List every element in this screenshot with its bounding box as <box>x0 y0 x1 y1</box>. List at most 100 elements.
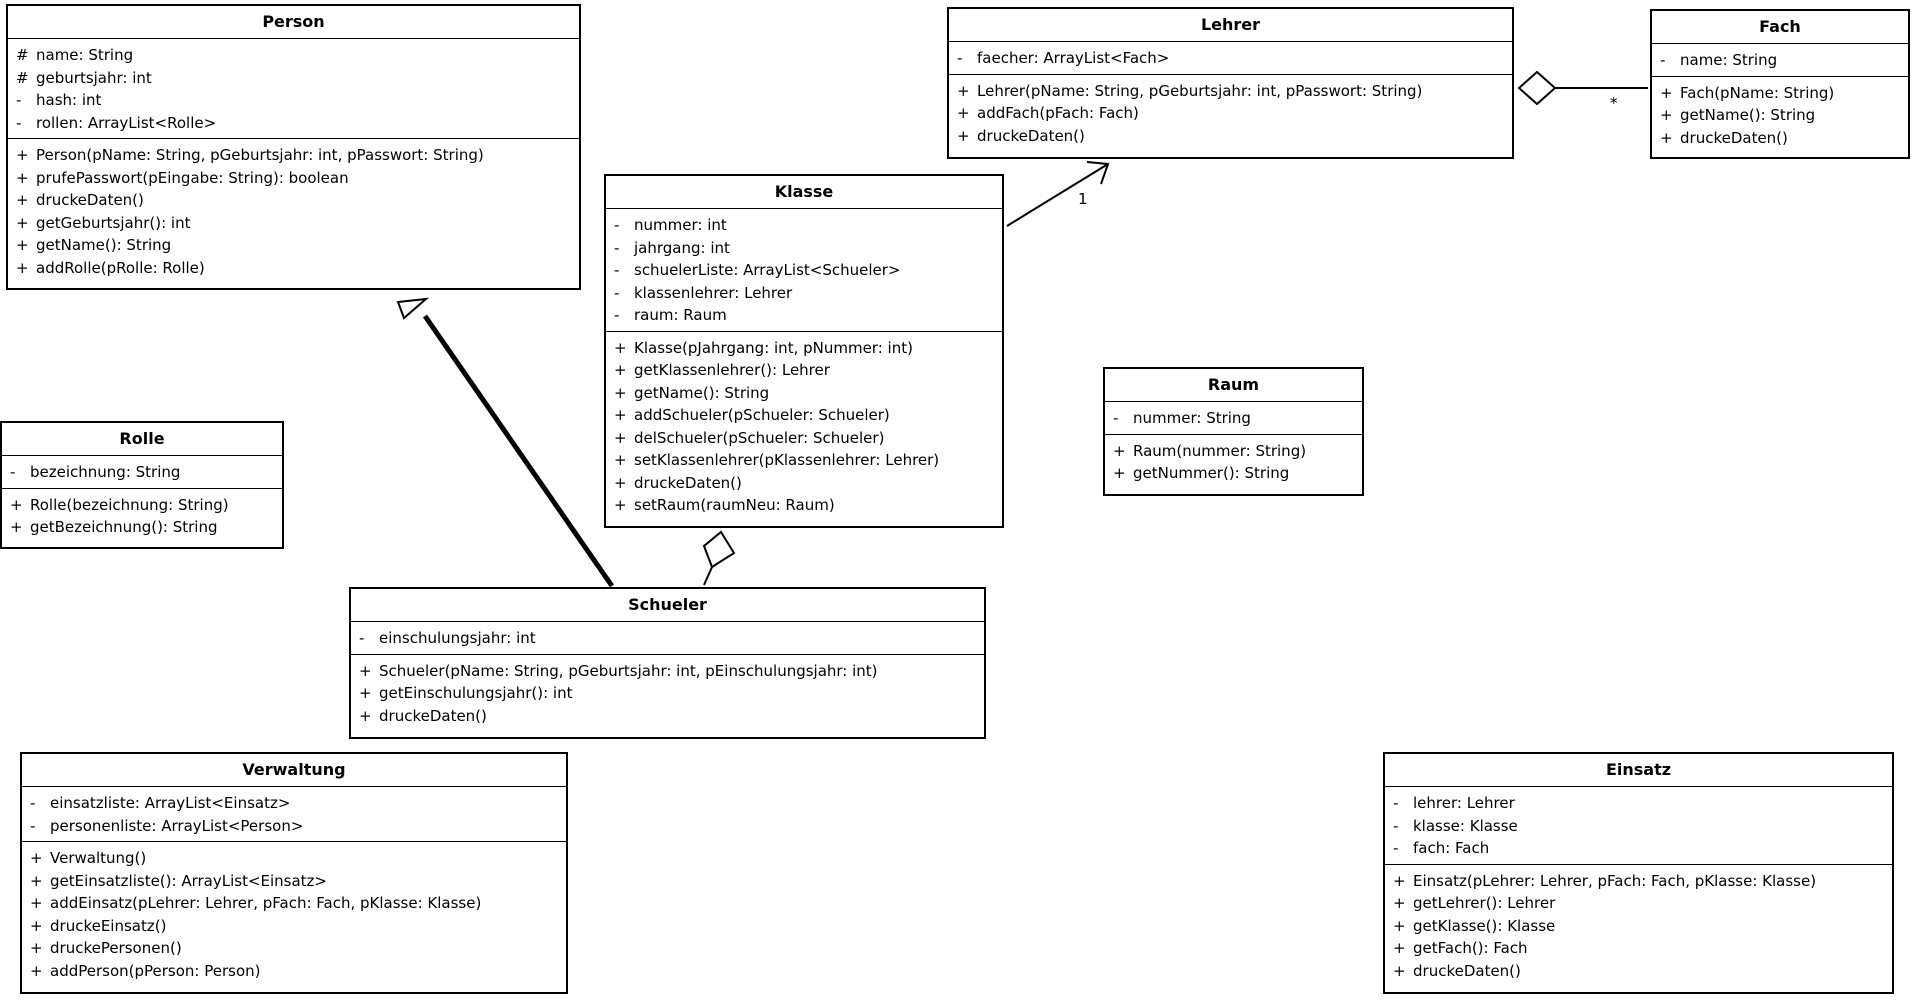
attribute-text: klassenlehrer: Lehrer <box>634 283 793 302</box>
aggregation-diamond-klasse <box>702 530 736 569</box>
method-text: Raum(nummer: String) <box>1133 441 1307 460</box>
class-verwaltung[interactable]: Verwaltung-einsatzliste: ArrayList<Einsa… <box>20 752 568 994</box>
method-text: druckeDaten() <box>977 126 1085 145</box>
visibility-marker: + <box>16 213 29 232</box>
class-einsatz[interactable]: Einsatz-lehrer: Lehrer-klasse: Klasse-fa… <box>1383 752 1894 994</box>
visibility-marker: + <box>16 191 29 209</box>
method-text: addFach(pFach: Fach) <box>977 104 1139 122</box>
visibility-marker: # <box>16 68 29 87</box>
attribute-row: # geburtsjahr: int <box>16 67 571 90</box>
visibility-marker: + <box>614 361 627 379</box>
visibility-marker: + <box>30 871 43 890</box>
methods-compartment: + Einsatz(pLehrer: Lehrer, pFach: Fach, p… <box>1385 865 1892 987</box>
attribute-text: nummer: int <box>634 216 727 234</box>
attribute-row: -faecher: ArrayList<Fach> <box>957 47 1504 70</box>
method-text: addPerson(pPerson: Person) <box>50 961 261 980</box>
method-row: +getEinsatzliste(): ArrayList<Einsatz> <box>30 870 558 893</box>
class-person[interactable]: Person#name: String#geburtsjahr: int-has… <box>6 4 581 290</box>
class-rolle[interactable]: Rolle-bezeichnung: String+Rolle(bezeichn… <box>0 421 284 549</box>
method-text: Einsatz(pLehrer: Lehrer, pFach: Fach, pK… <box>1413 871 1817 890</box>
method-row: +druckeDaten() <box>1393 960 1884 983</box>
visibility-marker: + <box>16 258 29 277</box>
class-fach[interactable]: Fach-name: String+Fach(pName: String)+ge… <box>1650 9 1910 159</box>
method-row: +getLehrer(): Lehrer <box>1393 892 1884 915</box>
attribute-row: -fach: Fach <box>1393 837 1884 860</box>
method-row: +delSchueler(pSchueler: Schueler) <box>614 427 994 450</box>
method-row: + druckeDaten() <box>957 125 1504 148</box>
visibility-marker: - <box>10 463 16 481</box>
class-name-schueler: Schueler <box>351 589 984 622</box>
visibility-marker: + <box>10 495 23 514</box>
method-text: getKlassenlehrer(): Lehrer <box>634 361 830 379</box>
generalization-line-schueler-person <box>422 314 615 588</box>
attribute-text: hash: int <box>36 91 102 109</box>
method-text: prufePasswort(pEingabe: String): boolean <box>36 168 349 187</box>
visibility-marker: + <box>16 146 29 164</box>
visibility-marker: - <box>30 794 36 812</box>
visibility-marker: - <box>614 261 620 279</box>
method-text: getName(): String <box>1680 106 1816 124</box>
visibility-marker: + <box>614 338 627 357</box>
attribute-row: -nummer: int <box>614 214 994 237</box>
method-row: +Fach(pName: String) <box>1660 82 1900 105</box>
attribute-text: einsatzliste: ArrayList<Einsatz> <box>50 794 291 812</box>
method-text: Schueler(pName: String, pGeburtsjahr: in… <box>379 661 878 680</box>
method-row: +getName(): String <box>614 382 994 405</box>
attributes-compartment: -nummer: int-jahrgang: int-schuelerListe… <box>606 209 1002 332</box>
attribute-row: -rollen: ArrayList<Rolle> <box>16 112 571 135</box>
attributes-compartment: -name: String <box>1652 44 1908 77</box>
visibility-marker: + <box>1660 128 1673 147</box>
visibility-marker: + <box>957 126 970 145</box>
attribute-text: raum: Raum <box>634 306 727 324</box>
methods-compartment: +Rolle(bezeichnung: String)+getBezeichnu… <box>2 489 282 543</box>
visibility-marker: + <box>359 684 372 702</box>
class-klasse[interactable]: Klasse-nummer: int-jahrgang: int-schuele… <box>604 174 1004 528</box>
visibility-marker: + <box>359 706 372 725</box>
visibility-marker: + <box>16 168 29 187</box>
attribute-text: personenliste: ArrayList<Person> <box>50 816 304 835</box>
method-row: + prufePasswort(pEingabe: String): boolea… <box>16 167 571 190</box>
visibility-marker: + <box>1393 894 1406 912</box>
visibility-marker: - <box>1660 51 1666 69</box>
methods-compartment: + Schueler(pName: String, pGeburtsjahr: i… <box>351 655 984 732</box>
method-text: getKlasse(): Klasse <box>1413 916 1556 935</box>
method-row: +getName(): String <box>1660 104 1900 127</box>
visibility-marker: - <box>359 629 365 647</box>
method-row: + getKlassenlehrer(): Lehrer <box>614 359 994 382</box>
method-row: +druckePersonen() <box>30 937 558 960</box>
method-row: +druckeDaten() <box>359 705 976 728</box>
attribute-row: -nummer: String <box>1113 407 1354 430</box>
method-row: + Klasse(pJahrgang: int, pNummer: int) <box>614 337 994 360</box>
method-row: +addEinsatz(pLehrer: Lehrer, pFach: Fach… <box>30 892 558 915</box>
attribute-row: -einschulungsjahr: int <box>359 627 976 650</box>
method-text: Rolle(bezeichnung: String) <box>30 495 229 514</box>
method-text: druckePersonen() <box>50 939 182 957</box>
attribute-row: -einsatzliste: ArrayList<Einsatz> <box>30 792 558 815</box>
class-schueler[interactable]: Schueler -einschulungsjahr: int + Schueler(… <box>349 587 986 739</box>
method-row: +druckeDaten() <box>614 472 994 495</box>
attribute-row: -personenliste: ArrayList<Person> <box>30 815 558 838</box>
class-lehrer[interactable]: Lehrer-faecher: ArrayList<Fach>+Lehrer(p… <box>947 7 1514 159</box>
class-name-person: Person <box>8 6 579 39</box>
visibility-marker: - <box>957 49 963 67</box>
class-name-raum: Raum <box>1105 369 1362 402</box>
visibility-marker: + <box>1660 83 1673 102</box>
attribute-row: -bezeichnung: String <box>10 461 274 484</box>
method-text: druckeEinsatz() <box>50 916 167 935</box>
visibility-marker: + <box>614 406 627 424</box>
attribute-row: -lehrer: Lehrer <box>1393 792 1884 815</box>
attribute-row: -hash: int <box>16 89 571 112</box>
method-row: +addRolle(pRolle: Rolle) <box>16 257 571 280</box>
visibility-marker: + <box>957 81 970 100</box>
attribute-row: -jahrgang: int <box>614 237 994 260</box>
method-text: Klasse(pJahrgang: int, pNummer: int) <box>634 338 913 357</box>
attribute-text: geburtsjahr: int <box>36 68 152 87</box>
attributes-compartment: -einschulungsjahr: int <box>351 622 984 655</box>
class-raum[interactable]: Raum-nummer: String+Raum(nummer: String)… <box>1103 367 1364 496</box>
method-text: Verwaltung() <box>50 849 147 867</box>
visibility-marker: + <box>614 473 627 492</box>
class-name-fach: Fach <box>1652 11 1908 44</box>
visibility-marker: - <box>1393 794 1399 812</box>
visibility-marker: - <box>614 238 620 257</box>
method-row: +setKlassenlehrer(pKlassenlehrer: Lehrer… <box>614 449 994 472</box>
